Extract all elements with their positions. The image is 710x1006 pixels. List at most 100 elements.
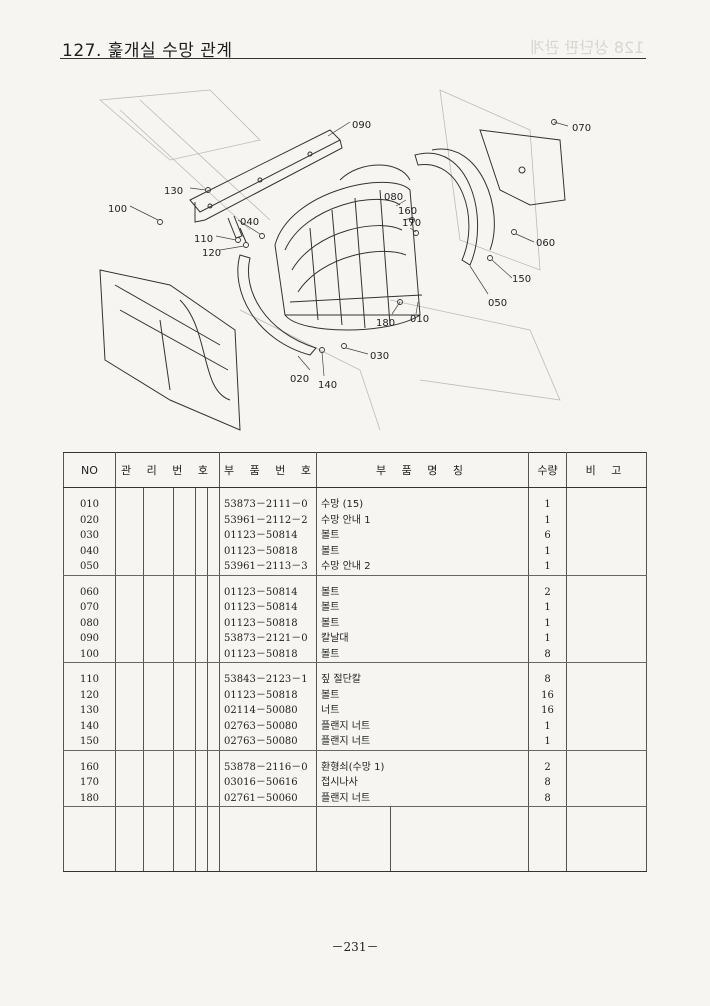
empty-cell	[566, 775, 648, 791]
empty-cell	[195, 600, 208, 616]
empty-cell	[316, 806, 392, 872]
empty-cell	[206, 750, 221, 760]
part-number: 53873－2111－0	[219, 497, 318, 513]
item-number: 130	[63, 703, 116, 719]
part-number: 01123－50818	[219, 687, 318, 703]
empty-cell	[195, 759, 208, 775]
empty-cell	[206, 734, 221, 751]
title-rule	[60, 58, 646, 59]
empty-cell	[115, 600, 144, 616]
empty-cell	[206, 718, 221, 734]
empty-cell	[115, 487, 144, 497]
empty-cell	[195, 528, 208, 544]
quantity: 8	[528, 790, 568, 807]
empty-cell	[195, 734, 208, 751]
quantity: 8	[528, 672, 568, 688]
empty-cell	[206, 600, 221, 616]
part-number: 53961－2112－2	[219, 512, 318, 528]
part-name: 플랜지 너트	[316, 790, 530, 807]
empty-cell	[173, 559, 196, 576]
empty-cell	[206, 806, 221, 872]
empty-cell	[143, 559, 174, 576]
quantity: 1	[528, 734, 568, 751]
empty-cell	[206, 615, 221, 631]
quantity: 1	[528, 631, 568, 647]
empty-cell	[115, 687, 144, 703]
item-number: 100	[63, 646, 116, 663]
empty-cell	[566, 790, 648, 807]
item-number: 020	[63, 512, 116, 528]
callout-label: 130	[164, 186, 183, 197]
empty-cell	[173, 750, 196, 760]
callout-label: 080	[384, 192, 403, 203]
header-part-name: 부 품 명 칭	[316, 452, 530, 488]
item-number: 140	[63, 718, 116, 734]
empty-cell	[206, 790, 221, 807]
empty-cell	[173, 806, 196, 872]
empty-cell	[173, 734, 196, 751]
empty-cell	[143, 615, 174, 631]
empty-cell	[195, 662, 208, 672]
callout-label: 040	[240, 217, 259, 228]
diagram-svg: 090 070 130 100 110 120 040 080 160 170 …	[99, 89, 591, 431]
callout-label: 090	[352, 120, 371, 131]
empty-cell	[173, 703, 196, 719]
empty-cell	[115, 615, 144, 631]
bleed-through-text: 128 상단판 관계	[529, 38, 644, 57]
header-no: NO	[63, 452, 116, 488]
page-title: 127. 훑개실 수망 관계	[62, 41, 233, 61]
header-quantity: 수량	[528, 452, 568, 488]
empty-cell	[206, 687, 221, 703]
empty-cell	[143, 759, 174, 775]
item-number: 010	[63, 497, 116, 513]
part-name: 짚 절단칼	[316, 672, 530, 688]
part-name: 접시나사	[316, 775, 530, 791]
callout-label: 070	[572, 123, 591, 134]
empty-cell	[143, 575, 174, 585]
callout-label: 050	[488, 298, 507, 309]
part-number: 01123－50814	[219, 528, 318, 544]
empty-cell	[143, 718, 174, 734]
quantity: 1	[528, 615, 568, 631]
empty-cell	[173, 497, 196, 513]
empty-cell	[143, 584, 174, 600]
empty-cell	[143, 487, 174, 497]
empty-cell	[566, 615, 648, 631]
empty-cell	[566, 646, 648, 663]
part-number: 53961－2113－3	[219, 559, 318, 576]
empty-cell	[566, 497, 648, 513]
empty-cell	[195, 584, 208, 600]
part-number: 01123－50818	[219, 543, 318, 559]
header-remarks: 비 고	[566, 452, 648, 488]
callout-label: 170	[402, 218, 421, 229]
empty-cell	[143, 646, 174, 663]
part-number: 53878－2116－0	[219, 759, 318, 775]
empty-cell	[566, 734, 648, 751]
empty-cell	[219, 750, 318, 760]
empty-cell	[206, 559, 221, 576]
empty-cell	[566, 528, 648, 544]
item-number: 110	[63, 672, 116, 688]
empty-cell	[206, 759, 221, 775]
quantity: 2	[528, 759, 568, 775]
item-number: 060	[63, 584, 116, 600]
empty-cell	[173, 718, 196, 734]
empty-cell	[195, 646, 208, 663]
part-name: 볼트	[316, 687, 530, 703]
empty-cell	[115, 672, 144, 688]
empty-cell	[528, 806, 568, 872]
callout-label: 180	[376, 318, 395, 329]
empty-cell	[115, 584, 144, 600]
empty-cell	[173, 543, 196, 559]
quantity: 6	[528, 528, 568, 544]
item-number: 070	[63, 600, 116, 616]
